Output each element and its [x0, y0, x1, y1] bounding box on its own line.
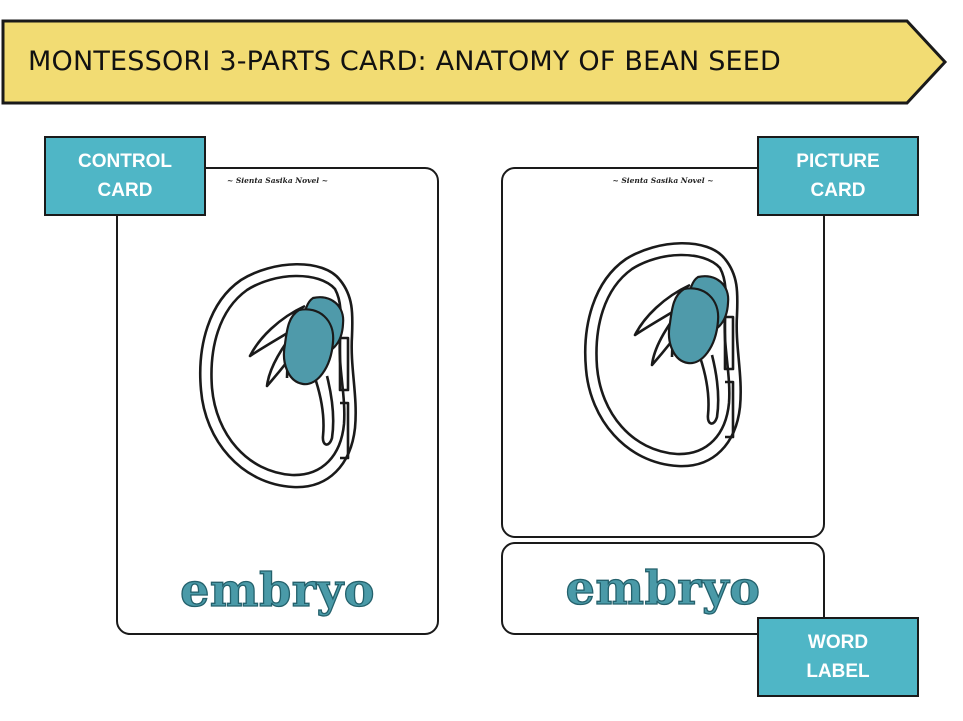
control-tag-line2: CARD [97, 180, 153, 201]
bean-seed-illustration-picture [584, 242, 742, 468]
word-label-tag: WORD LABEL [757, 617, 919, 697]
picture-tag-line1: PICTURE [796, 151, 880, 172]
control-tag-line1: CONTROL [78, 151, 172, 172]
word-label-text: embryo [565, 560, 761, 615]
banner-title: MONTESSORI 3-PARTS CARD: ANATOMY OF BEAN… [28, 46, 782, 77]
control-card-word: embryo [179, 562, 375, 617]
control-card-tag: CONTROL CARD [44, 136, 206, 216]
picture-tag-line2: CARD [810, 180, 866, 201]
word-tag-line1: WORD [807, 632, 869, 653]
banner-arrow-shape [1, 19, 948, 105]
picture-card-tag: PICTURE CARD [757, 136, 919, 216]
word-tag-line2: LABEL [806, 661, 870, 682]
control-card: ~ Sienta Sasika Novel ~ embryo [116, 167, 439, 635]
title-banner: MONTESSORI 3-PARTS CARD: ANATOMY OF BEAN… [0, 18, 950, 106]
word-label-card: embryo [501, 542, 825, 635]
picture-card-credit: ~ Sienta Sasika Novel ~ [612, 176, 714, 185]
control-card-credit: ~ Sienta Sasika Novel ~ [226, 176, 329, 185]
bean-seed-illustration-control [199, 263, 357, 489]
